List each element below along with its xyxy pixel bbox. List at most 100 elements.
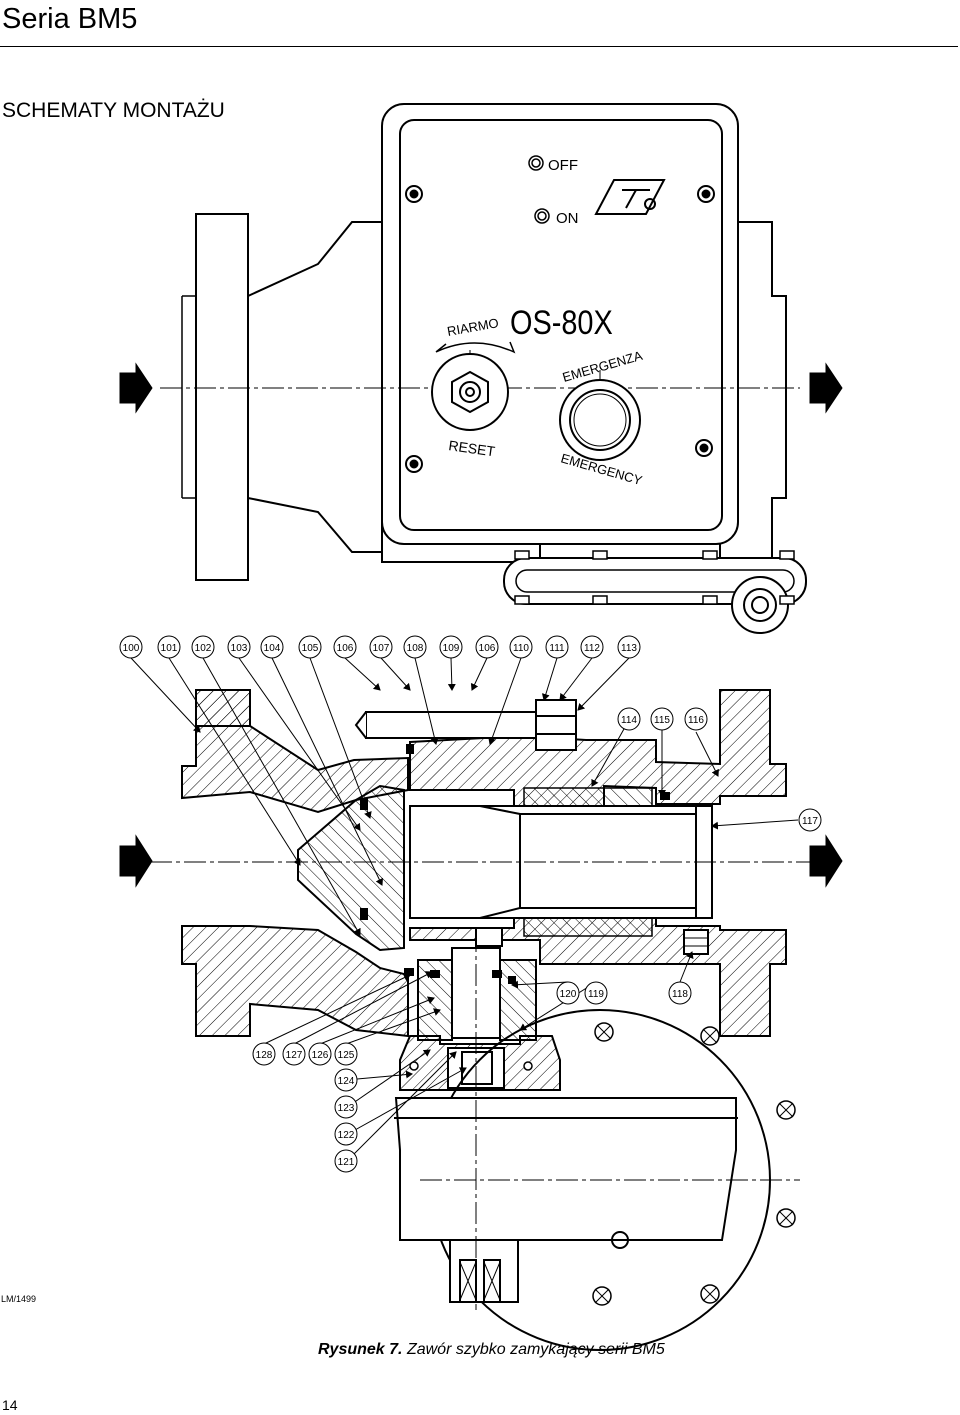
svg-text:119: 119 [588, 989, 604, 1000]
part-bubble: 123 [334, 1095, 358, 1119]
svg-text:120: 120 [560, 989, 577, 1000]
part-bubble: 120 [556, 981, 580, 1005]
svg-text:121: 121 [338, 1157, 355, 1168]
spring [523, 787, 653, 807]
panel-screws [405, 185, 715, 473]
stem-housing [417, 959, 453, 1041]
svg-text:124: 124 [338, 1076, 355, 1087]
top-view [181, 103, 807, 634]
svg-text:105: 105 [302, 643, 319, 654]
caption-text: Zawór szybko zamykający serii BM5 [406, 1341, 665, 1358]
section-title: SCHEMATY MONTAŻU [2, 99, 225, 122]
logo-icon [594, 179, 666, 215]
svg-text:112: 112 [584, 643, 600, 654]
svg-text:100: 100 [123, 643, 140, 654]
mount-bolts [514, 550, 795, 605]
part-bubble: 119 [584, 981, 608, 1005]
bolt-cross-lines [594, 1024, 794, 1304]
part-bubble: 108 [403, 635, 427, 659]
section-left-flange [195, 689, 251, 727]
svg-text:104: 104 [264, 643, 281, 654]
svg-text:123: 123 [338, 1103, 355, 1114]
part-bubbles-top: 100 101 102 103 104 105 106 107 108 109 … [119, 635, 641, 659]
section-closing-disc [297, 784, 405, 952]
top-left-flange [195, 213, 249, 581]
svg-text:125: 125 [338, 1050, 355, 1061]
figure-caption: Rysunek 7. Zawór szybko zamykający serii… [318, 1340, 665, 1360]
bracket-ring [731, 576, 789, 634]
svg-text:127: 127 [286, 1050, 303, 1061]
caption-label: Rysunek 7. [318, 1341, 403, 1358]
part-bubble: 114 [617, 707, 641, 731]
part-bubbles-mid: 120 119 118 [556, 981, 692, 1005]
control-box [381, 103, 739, 545]
part-bubble: 113 [617, 635, 641, 659]
header-rule [0, 46, 958, 47]
part-bubble: 115 [650, 707, 674, 731]
page-number: 14 [2, 1397, 18, 1413]
part-bubble: 122 [334, 1122, 358, 1146]
emergency-button [559, 379, 641, 461]
part-bubble: 101 [157, 635, 181, 659]
svg-text:107: 107 [373, 643, 390, 654]
part-bubbles-right: 114 115 116 117 [617, 707, 822, 832]
part-bubble: 105 [298, 635, 322, 659]
svg-text:103: 103 [231, 643, 248, 654]
part-bubbles-column: 124 123 122 121 [334, 1068, 358, 1173]
gear-housing [394, 1097, 737, 1241]
part-bubble: 111 [545, 635, 569, 659]
svg-text:102: 102 [195, 643, 212, 654]
svg-text:128: 128 [256, 1050, 273, 1061]
svg-text:106: 106 [337, 643, 354, 654]
svg-text:115: 115 [654, 715, 670, 726]
part-bubble: 126 [308, 1042, 332, 1066]
drawing-code: LM/1499 [1, 1294, 37, 1304]
part-bubble: 103 [227, 635, 251, 659]
part-bubble: 107 [369, 635, 393, 659]
indicator-on-label: ON [556, 210, 579, 227]
series-title: Seria BM5 [2, 3, 138, 35]
part-bubble: 124 [334, 1068, 358, 1092]
part-bubble: 106 [333, 635, 357, 659]
reset-knob [431, 341, 516, 431]
part-bubble: 121 [334, 1149, 358, 1173]
part-bubble: 127 [282, 1042, 306, 1066]
leader-lines [130, 657, 799, 1163]
control-box-face [399, 119, 723, 531]
reset-label-bottom: RESET [448, 437, 497, 459]
svg-text:126: 126 [312, 1050, 329, 1061]
part-bubble: 116 [684, 707, 708, 731]
part-bubble: 112 [580, 635, 604, 659]
section-view [181, 689, 787, 1091]
svg-text:106: 106 [479, 643, 496, 654]
svg-text:111: 111 [549, 643, 565, 654]
svg-text:108: 108 [407, 643, 424, 654]
part-bubbles-lower: 128 127 126 125 [252, 1042, 358, 1066]
flow-arrows-top [119, 362, 843, 414]
model-label: OS-80X [510, 303, 613, 342]
top-body-neck [247, 221, 383, 553]
indicator-off-label: OFF [548, 157, 578, 174]
top-bolt [365, 711, 537, 739]
part-bubble: 118 [668, 981, 692, 1005]
part-bubble: 104 [260, 635, 284, 659]
part-bubble: 128 [252, 1042, 276, 1066]
svg-text:110: 110 [513, 643, 529, 654]
flow-arrows-section [119, 834, 843, 888]
indicator-lamps [528, 155, 550, 224]
part-bubble: 117 [798, 808, 822, 832]
svg-text:116: 116 [688, 715, 704, 726]
section-centerlines [150, 861, 810, 1310]
part-bubble: 110 [509, 635, 533, 659]
svg-text:118: 118 [672, 989, 688, 1000]
part-bubble: 102 [191, 635, 215, 659]
part-bubble: 125 [334, 1042, 358, 1066]
svg-text:109: 109 [443, 643, 460, 654]
part-bubble: 106 [475, 635, 499, 659]
part-bubble: 100 [119, 635, 143, 659]
svg-text:113: 113 [621, 643, 637, 654]
svg-text:122: 122 [338, 1130, 355, 1141]
svg-text:117: 117 [802, 816, 818, 827]
svg-text:114: 114 [621, 715, 637, 726]
